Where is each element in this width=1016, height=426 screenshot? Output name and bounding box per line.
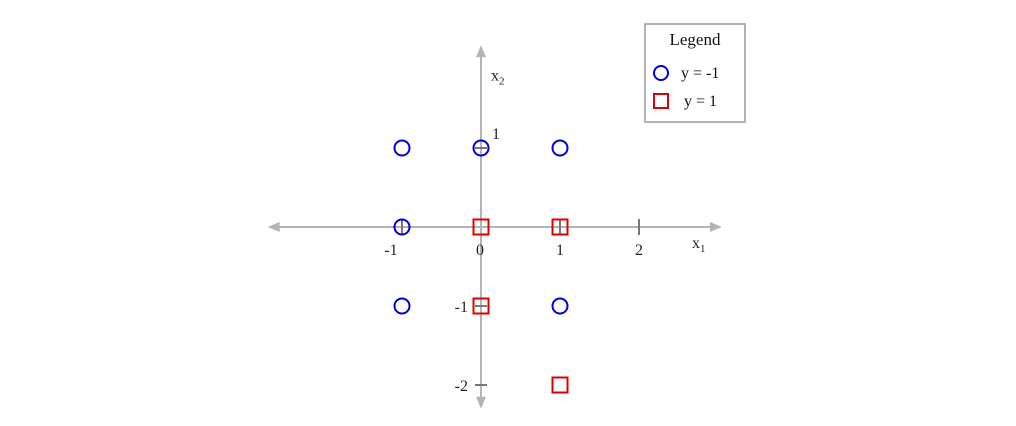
- data-point-circle: [393, 218, 411, 236]
- legend-marker-square: [653, 93, 669, 109]
- legend-entry-label: y = 1: [684, 93, 717, 110]
- data-point-circle: [393, 139, 411, 157]
- axes: x1 x2: [267, 45, 722, 409]
- x-tick-label: -1: [384, 242, 397, 259]
- data-point-square: [472, 297, 490, 315]
- y-tick-label: 1: [492, 126, 500, 143]
- x-tick-label: 2: [635, 242, 643, 259]
- data-point-square: [551, 376, 569, 394]
- legend: Legend y = -1 y = 1: [644, 23, 746, 123]
- y-tick-label: -1: [455, 299, 468, 316]
- data-point-circle: [551, 139, 569, 157]
- data-point-circle: [472, 139, 490, 157]
- data-points: [393, 139, 569, 394]
- x-tick-label: 0: [476, 242, 484, 259]
- y-axis-bottom-arrow: [476, 396, 486, 409]
- y-axis-top-arrow: [476, 45, 486, 58]
- x-axis-left-arrow: [267, 222, 280, 232]
- legend-box: [644, 23, 746, 123]
- data-point-circle: [393, 297, 411, 315]
- x-axis-right-arrow: [709, 222, 722, 232]
- x-axis-label: x1: [692, 235, 706, 255]
- legend-title: Legend: [670, 30, 721, 49]
- y-tick-label: -2: [455, 378, 468, 395]
- legend-entry-label: y = -1: [681, 65, 719, 82]
- axis-ticks: -1 0 1 2 1 -1 -2: [384, 126, 643, 395]
- legend-marker-circle: [653, 65, 669, 81]
- data-point-square: [472, 218, 490, 236]
- data-point-square: [551, 218, 569, 236]
- data-point-circle: [551, 297, 569, 315]
- x-tick-label: 1: [556, 242, 564, 259]
- y-axis-label: x2: [491, 67, 505, 87]
